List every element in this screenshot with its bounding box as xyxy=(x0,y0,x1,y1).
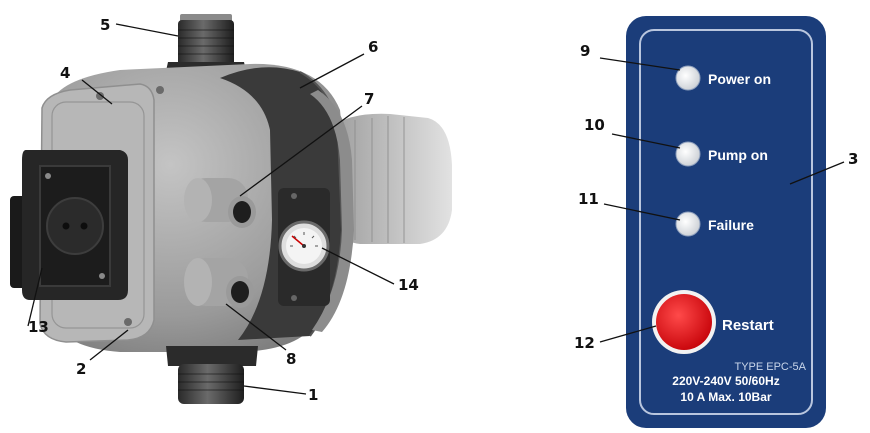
callout-7: 7 xyxy=(364,90,374,108)
pump-on-label: Pump on xyxy=(708,147,768,163)
callout-14: 14 xyxy=(398,276,419,294)
inlet-connector-bottom xyxy=(166,346,258,404)
callout-6: 6 xyxy=(368,38,378,56)
type-label: TYPE EPC-5A xyxy=(734,361,806,373)
pump-bell-housing xyxy=(330,113,452,244)
callout-4: 4 xyxy=(60,64,70,82)
outlet-port xyxy=(184,258,254,308)
callout-3: 3 xyxy=(848,150,858,168)
restart-button xyxy=(656,294,712,350)
leader-lines-panel xyxy=(599,57,845,343)
callout-2: 2 xyxy=(76,360,86,378)
pump-led xyxy=(675,141,701,167)
inlet-port xyxy=(184,178,256,228)
device-illustration xyxy=(10,14,452,404)
restart-label: Restart xyxy=(722,317,774,334)
rating-label: 10 A Max. 10Bar xyxy=(680,390,771,404)
callout-8: 8 xyxy=(286,350,296,368)
callout-10: 10 xyxy=(584,116,605,134)
power-led xyxy=(675,65,701,91)
pressure-gauge xyxy=(278,188,330,306)
failure-label: Failure xyxy=(708,217,754,233)
callout-12: 12 xyxy=(574,334,595,352)
control-panel: Power on Pump on Failure Restart TYPE EP… xyxy=(626,16,826,428)
voltage-label: 220V-240V 50/60Hz xyxy=(672,374,779,388)
power-on-label: Power on xyxy=(708,71,771,87)
callout-11: 11 xyxy=(578,190,599,208)
leader-lines-device xyxy=(27,23,395,395)
callout-1: 1 xyxy=(308,386,318,404)
callout-13: 13 xyxy=(28,318,49,336)
callout-9: 9 xyxy=(580,42,590,60)
callout-5: 5 xyxy=(100,16,110,34)
power-socket xyxy=(10,150,128,300)
failure-led xyxy=(675,211,701,237)
